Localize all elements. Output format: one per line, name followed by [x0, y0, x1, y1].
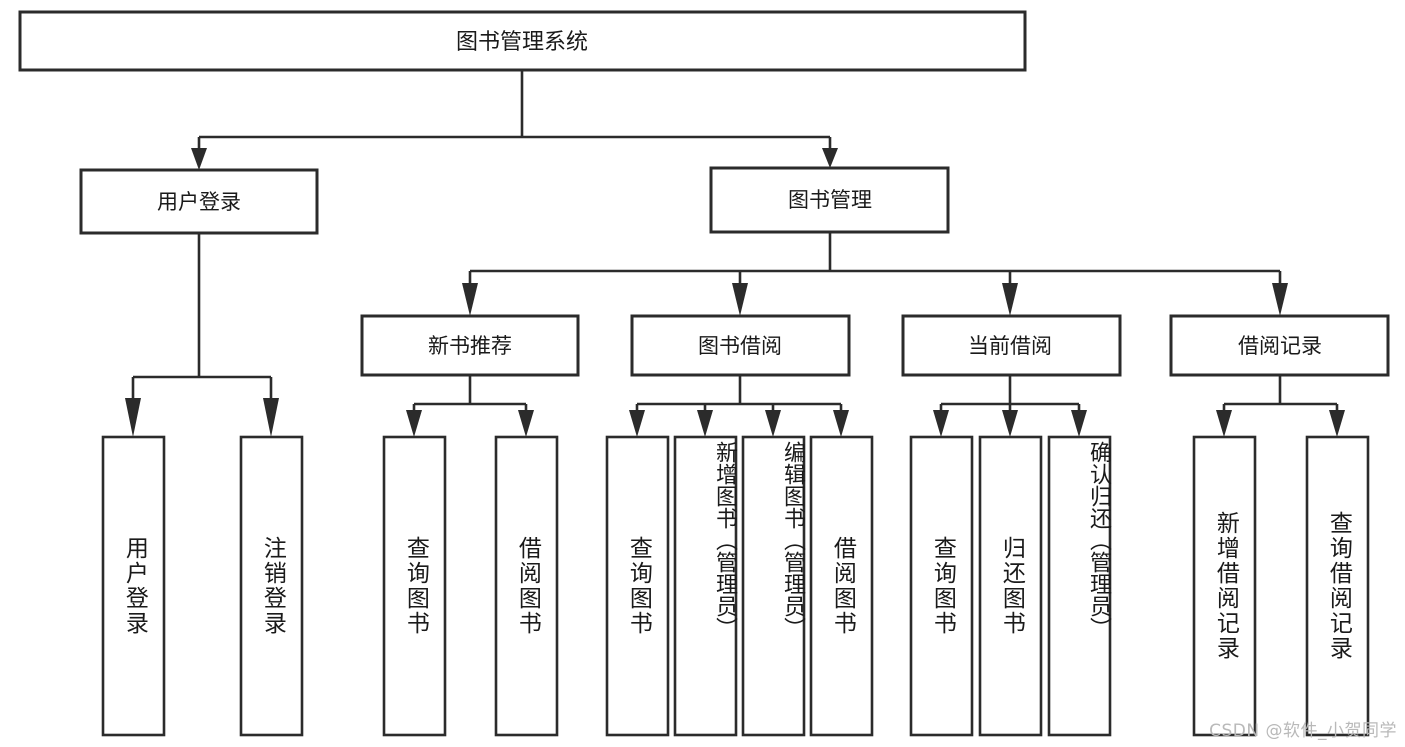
arrow-head-borrowrecord-leaf2 [1329, 410, 1345, 437]
arrow-head-current-borrow [1002, 283, 1018, 316]
node-root-box [18, 10, 1027, 72]
node-user-login-label: 用户登录 [157, 190, 241, 214]
leaf-box-new-book-2[interactable] [494, 435, 559, 737]
node-current-borrow[interactable]: 当前借阅 [901, 314, 1122, 377]
leaf-box-user-login-2[interactable] [239, 435, 304, 737]
arrow-head-userlogin-leaf2 [263, 398, 279, 437]
node-current-borrow-box [901, 314, 1122, 377]
leaf-box-book-borrow-4[interactable] [809, 435, 874, 737]
connector-group-user-login [125, 233, 279, 437]
arrow-head-bookborrow-leaf1 [629, 410, 645, 437]
leaf-box-current-borrow-2[interactable] [978, 435, 1043, 737]
connector-group-root [191, 70, 838, 170]
leaf-box-book-borrow-2[interactable] [673, 435, 738, 737]
leaf-box-current-borrow-1[interactable] [909, 435, 974, 737]
leaf-box-new-book-1[interactable] [382, 435, 447, 737]
node-borrow-record-label: 借阅记录 [1238, 334, 1322, 358]
watermark: CSDN @软件_小贺同学 [1209, 721, 1397, 741]
node-user-login[interactable]: 用户登录 [79, 168, 319, 235]
arrow-head-bookborrow-leaf4 [833, 410, 849, 437]
arrow-head-new-book [462, 283, 478, 316]
node-user-login-box [79, 168, 319, 235]
leaf-box-user-login-1[interactable] [101, 435, 166, 737]
arrow-head-currentborrow-leaf3 [1071, 410, 1087, 437]
node-root-book-management-system[interactable]: 图书管理系统 [18, 10, 1027, 72]
arrow-head-borrow-record [1272, 283, 1288, 316]
node-book-management[interactable]: 图书管理 [709, 166, 950, 234]
node-borrow-record[interactable]: 借阅记录 [1169, 314, 1390, 377]
arrow-head-bookborrow-leaf2 [697, 410, 713, 437]
node-book-management-box [709, 166, 950, 234]
connector-group-current-borrow [933, 375, 1087, 437]
node-root-label: 图书管理系统 [456, 30, 588, 55]
connector-group-new-book [406, 375, 534, 437]
arrow-head-user-login [191, 148, 207, 170]
arrow-head-borrowrecord-leaf1 [1216, 410, 1232, 437]
arrow-head-userlogin-leaf1 [125, 398, 141, 437]
node-new-book-recommend-box [360, 314, 580, 377]
arrow-head-book-borrow [732, 283, 748, 316]
leaf-box-current-borrow-3[interactable] [1047, 435, 1112, 737]
connector-group-borrow-record [1216, 375, 1345, 437]
arrow-head-newbook-leaf2 [518, 410, 534, 437]
leaf-box-book-borrow-1[interactable] [605, 435, 670, 737]
arrow-head-currentborrow-leaf2 [1002, 410, 1018, 437]
node-current-borrow-label: 当前借阅 [968, 334, 1052, 358]
leaf-box-book-borrow-3[interactable] [741, 435, 806, 737]
node-borrow-record-box [1169, 314, 1390, 377]
arrow-head-book-mgmt [822, 148, 838, 168]
leaf-box-borrow-record-1[interactable] [1192, 435, 1257, 737]
node-book-management-label: 图书管理 [788, 188, 872, 212]
connector-group-book-borrow [629, 375, 849, 437]
node-book-borrow-box [630, 314, 851, 377]
arrow-head-newbook-leaf1 [406, 410, 422, 437]
arrow-head-bookborrow-leaf3 [765, 410, 781, 437]
node-book-borrow-label: 图书借阅 [698, 334, 782, 358]
connector-group-book-mgmt [462, 232, 1288, 316]
node-book-borrow[interactable]: 图书借阅 [630, 314, 851, 377]
node-new-book-recommend-label: 新书推荐 [428, 334, 512, 358]
leaf-box-borrow-record-2[interactable] [1305, 435, 1370, 737]
node-new-book-recommend[interactable]: 新书推荐 [360, 314, 580, 377]
arrow-head-currentborrow-leaf1 [933, 410, 949, 437]
